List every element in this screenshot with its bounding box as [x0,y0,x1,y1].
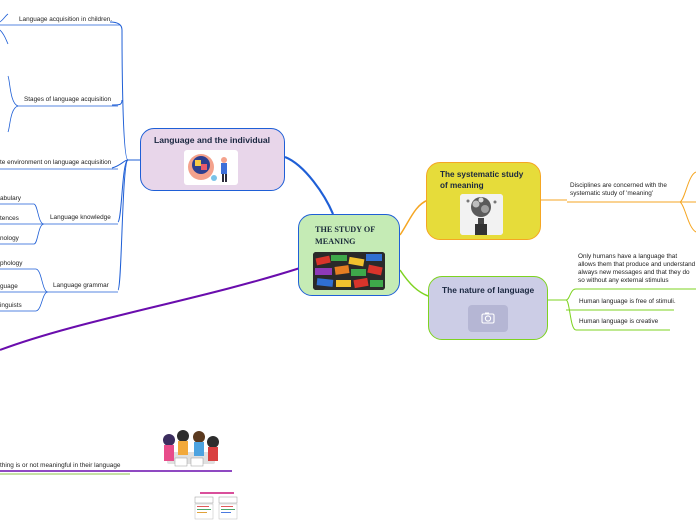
branch-language-grammar[interactable]: Language grammar [53,282,109,289]
knowledge-item-vocabulary[interactable]: abulary [0,195,21,202]
branch-environment[interactable]: te environment on language acquisition [0,159,112,166]
head-puzzle-illustration [184,150,238,185]
knowledge-item-sentences[interactable]: tences [0,215,19,222]
node-nature-title: The nature of language [442,285,535,295]
branch-creative[interactable]: Human language is creative [579,318,659,325]
branch-free-of-stimuli[interactable]: Human language is free of stimuli. [579,298,676,305]
grammar-item-morphology[interactable]: phology [0,260,23,267]
knowledge-item-phonology[interactable]: nology [0,235,19,242]
branch-meaningful[interactable]: thing is or not meaningful in their lang… [0,462,121,469]
branch-acquisition-children[interactable]: Language acquisition in children. [19,16,113,23]
node-language-individual-title: Language and the individual [154,135,271,145]
grammar-item-language[interactable]: guage [0,283,18,290]
branch-acquisition-stages[interactable]: Stages of language acquisition [24,96,112,103]
node-systematic-study-title: The systematic study of meaning [440,170,524,190]
camera-placeholder-icon [481,312,495,324]
node-study-of-meaning[interactable]: THE STUDY OF MEANING [298,214,400,296]
branch-only-humans[interactable]: Only humans have a language that allows … [578,253,696,284]
brain-gears-image [460,194,503,235]
node-language-individual[interactable]: Language and the individual [140,128,285,191]
small-table-thumbnail [192,491,242,520]
colorful-books-image [313,252,385,290]
node-nature-of-language[interactable]: The nature of language [428,276,548,340]
node-systematic-study[interactable]: The systematic study of meaning [426,162,541,240]
grammar-item-linguists[interactable]: inguists [0,302,22,309]
branch-disciplines[interactable]: Disciplines are concerned with the syste… [570,182,667,197]
branch-language-knowledge[interactable]: Language knowledge [50,214,111,221]
children-group-illustration [155,428,225,470]
center-title: THE STUDY OF MEANING [315,225,375,246]
image-placeholder[interactable] [468,305,508,332]
